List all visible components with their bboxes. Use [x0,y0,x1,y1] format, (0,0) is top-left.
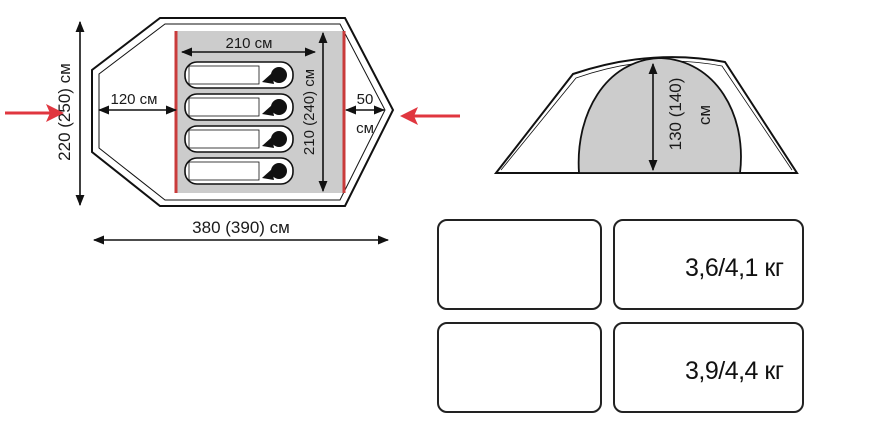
inner-width-label: 210 см [225,35,272,52]
height-unit-label: см [695,105,714,125]
tent-inner-outline [98,23,386,201]
door-opening [577,57,742,174]
sleeping-bag-icon [184,61,294,89]
left-vestibule-label: 120 см [110,91,157,108]
weight-value-1: 3,6/4,1 кг [685,254,784,282]
right-vestibule-label-top: 50 [357,91,374,108]
capacity-card-1 [437,219,602,310]
sleeping-places [184,61,294,185]
total-length-label: 380 (390) см [192,218,290,237]
total-width-label: 220 (250) см [55,63,74,161]
weight-value-2: 3,9/4,4 кг [685,357,784,385]
height-label: 130 (140) [666,78,685,151]
right-vestibule-label-bottom: см [356,120,374,137]
sleeping-bag-icon [184,157,294,185]
left-entrance-arrow-icon [5,104,64,122]
weight-card-2 [613,322,804,413]
sleeping-bag-icon [184,93,294,121]
inner-length-label: 210 (240) см [301,69,318,155]
sleeping-bag-icon [184,125,294,153]
side-view: 130 (140) см [493,56,799,174]
right-entrance-arrow-icon [400,107,460,125]
capacity-card-2 [437,322,602,413]
weight-card-1 [613,219,804,310]
floor-plan: 210 см 210 (240) см 120 см 50 см 220 (25… [5,17,460,245]
